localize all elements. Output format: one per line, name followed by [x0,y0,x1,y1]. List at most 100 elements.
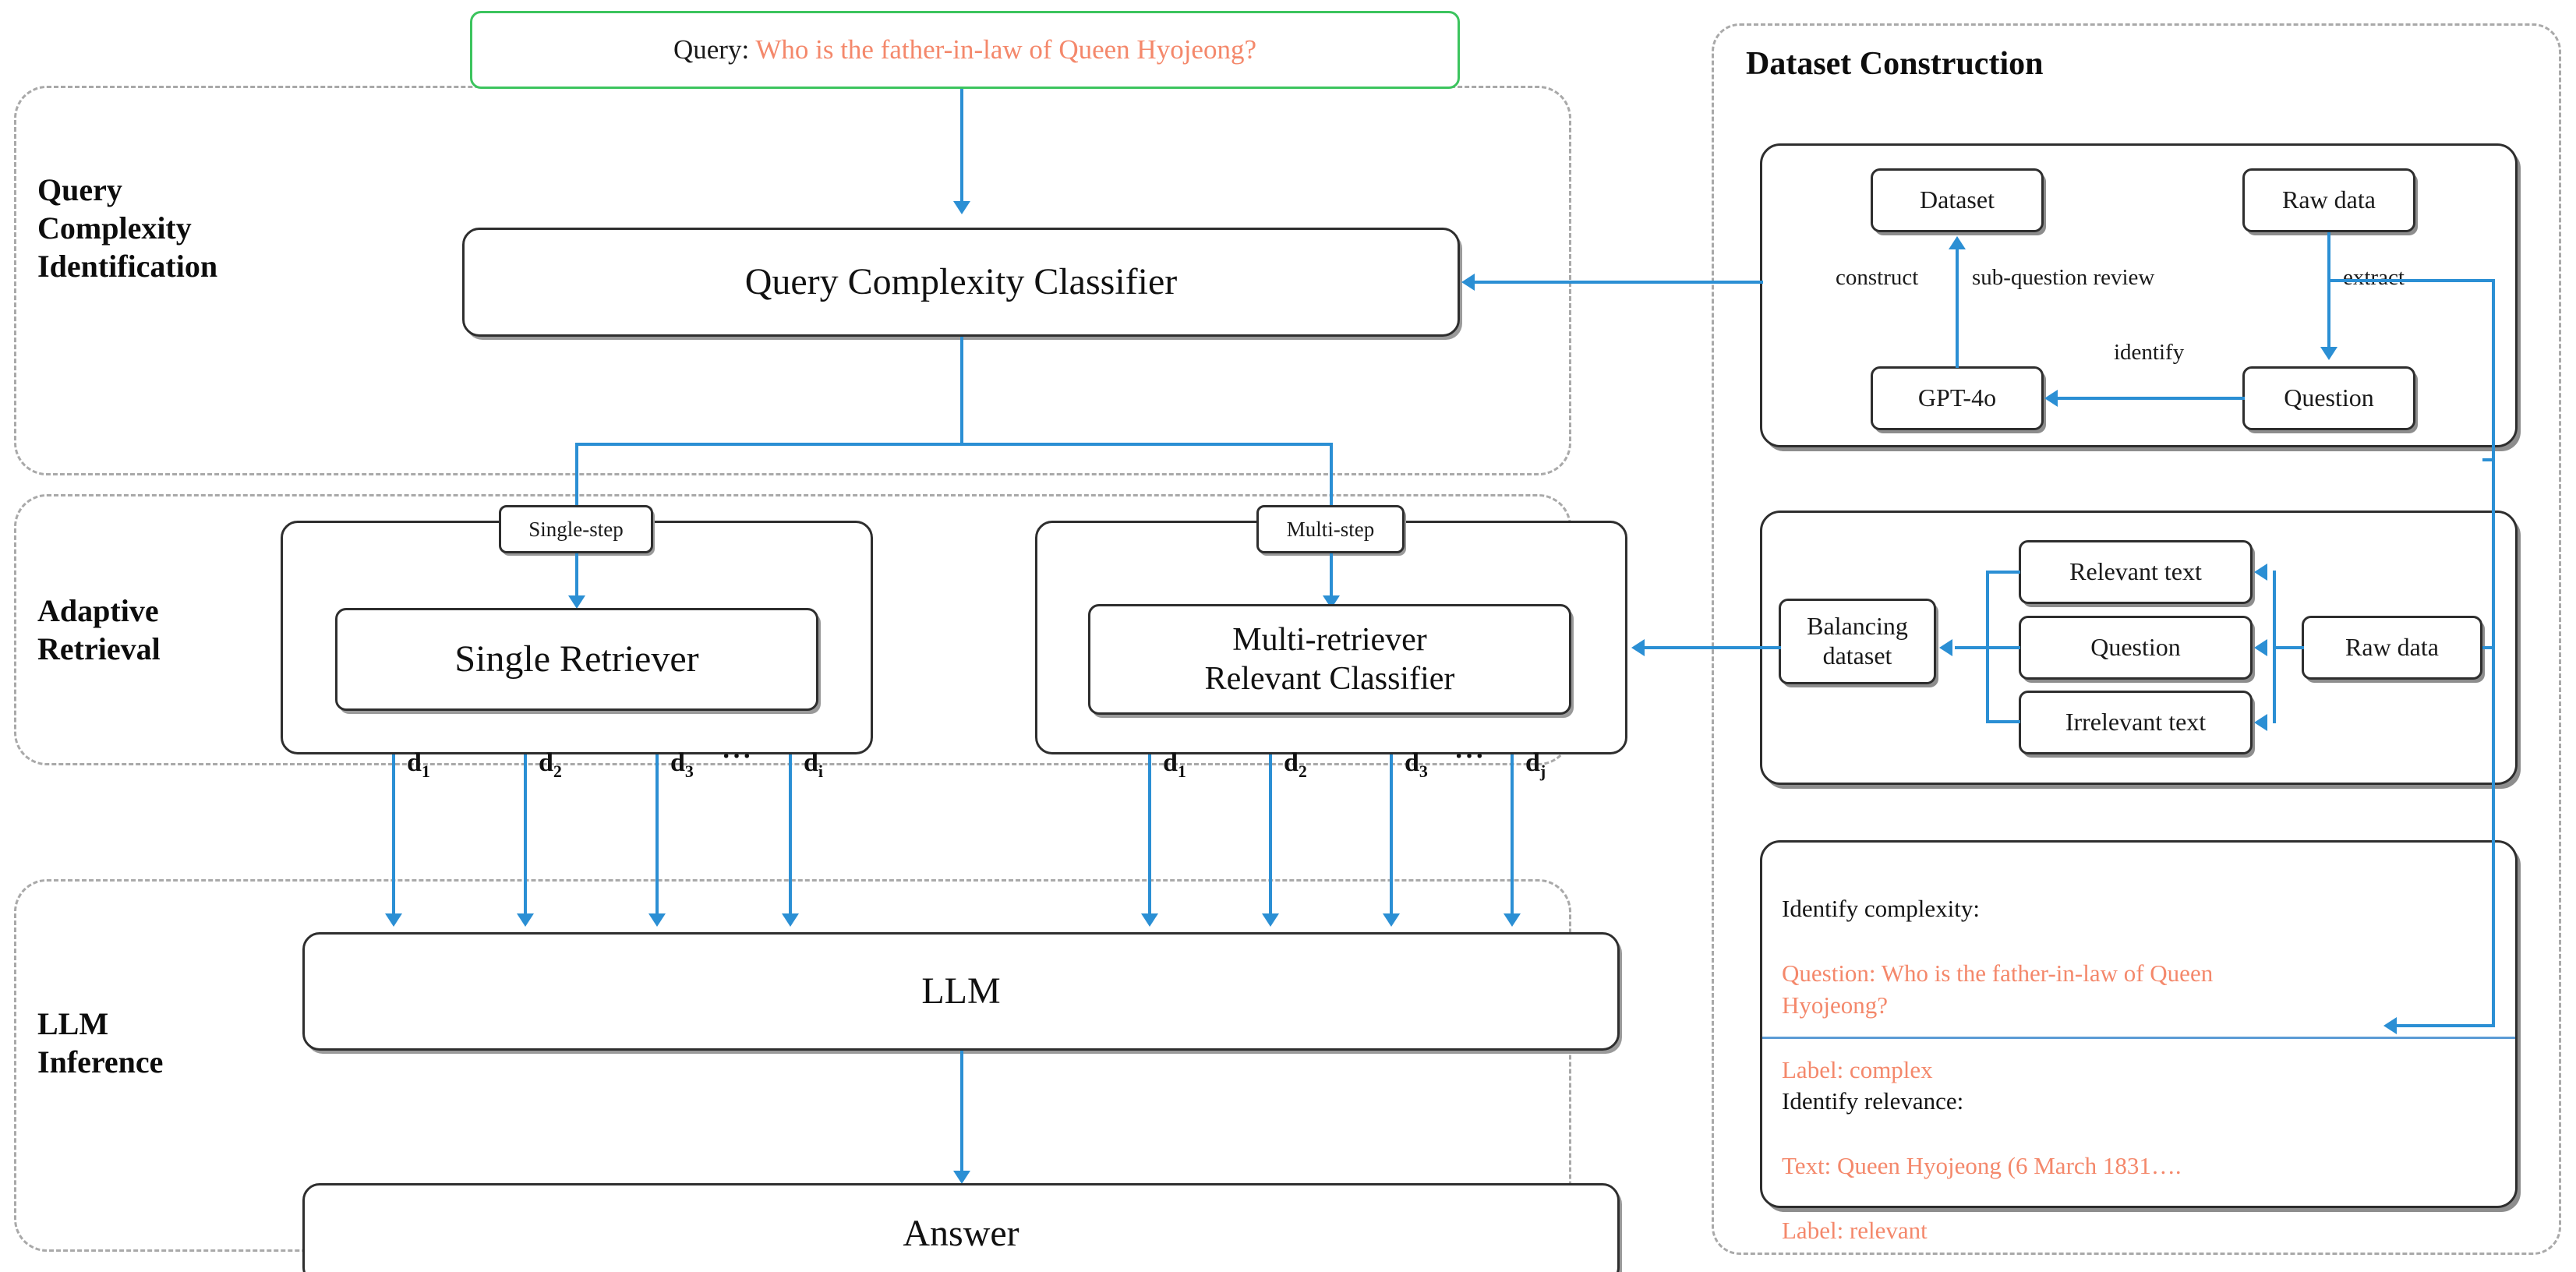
panel2-to-multiretriever-line [1645,646,1781,649]
doc-line-1d [789,754,792,920]
single-step-to-retriever-line [575,553,578,602]
doc-arrow-1d [782,913,799,927]
doc-label-1b: d2 [539,748,562,782]
llm-to-answer-head [953,1171,970,1184]
edge-extract-head [2320,347,2337,360]
bus-into-prompt-panel-head [2383,1017,2397,1034]
doc-arrow-2a [1141,913,1158,927]
doc-label-1a: d1 [407,748,430,782]
bus-into-panel2 [2482,646,2493,649]
panel1-to-classifier-line [1475,281,1763,284]
doc-line-2d [1511,754,1514,920]
doc-ellipsis-1: ··· [722,742,754,771]
doc-label-1d: di [804,748,823,782]
section-title-llm-inference: LLM Inference [37,1006,164,1079]
query-label: Query: [673,34,750,65]
doc-label-2c: d3 [1405,748,1428,782]
doc-arrow-2d [1504,913,1521,927]
doc-letter: d [1525,748,1540,777]
prompt-divider [1762,1037,2515,1039]
doc-sub: 2 [1298,761,1307,781]
panel2-to-multiretriever-head [1631,639,1645,656]
llm-label: LLM [921,970,1001,1012]
single-step-to-retriever-head [568,595,585,609]
doc-arrow-1a [385,913,402,927]
doc-sub: 2 [553,761,562,781]
node-raw-data-1-label: Raw data [2282,186,2376,214]
arrow-query-to-classifier-head [953,201,970,214]
prompt-complexity-question: Question: Who is the father-in-law of Qu… [1782,959,2214,1019]
doc-letter: d [407,748,422,777]
node-dataset-label: Dataset [1920,186,1995,214]
classifier-out-line [960,337,963,446]
panel2-arrow-to-irrelevant [2254,714,2267,731]
single-retriever-box: Single Retriever [335,608,818,711]
prompt-relevance-label: Label: relevant [1782,1216,1928,1244]
multi-retriever-box: Multi-retriever Relevant Classifier [1088,604,1571,715]
query-complexity-classifier-box: Query Complexity Classifier [462,228,1460,337]
panel2-bus-mid-stub [1986,646,2020,649]
answer-label: Answer [903,1213,1019,1255]
node-question-2: Question [2019,616,2253,680]
section-title-query-complexity-identification: Query Complexity Identification [37,172,218,284]
branch-split-horizontal [575,443,1333,446]
multi-step-to-retriever-line [1330,553,1333,602]
bus-into-prompt-panel [2397,1024,2493,1027]
query-box: Query: Who is the father-in-law of Queen… [470,11,1460,89]
doc-ellipsis-2: ··· [1454,742,1486,771]
edge-label-identify: identify [2114,340,2185,365]
doc-arrow-2c [1383,913,1400,927]
panel1-to-classifier-head [1461,274,1475,291]
doc-arrow-2b [1262,913,1279,927]
node-question-2-label: Question [2090,633,2181,662]
node-relevant-text: Relevant text [2019,540,2253,604]
section-title-adaptive-retrieval: Adaptive Retrieval [37,593,161,666]
prompt-complexity: Identify complexity: Question: Who is th… [1782,860,2213,1086]
node-question-1: Question [2242,366,2415,430]
panel2-rawdata-to-bus [2273,646,2304,649]
edge-label-sub-question-review: sub-question review [1972,265,2155,290]
single-step-pill: Single-step [499,505,653,553]
node-dataset: Dataset [1871,168,2044,232]
panel2-bus-top-stub [1986,571,2020,574]
dataset-construction-title: Dataset Construction [1746,46,2044,82]
bus-right-vertical [2492,279,2495,1027]
edge-label-extract: extract [2343,265,2405,290]
edge-identify-head [2044,390,2058,407]
doc-line-2a [1148,754,1151,920]
node-raw-data-2-label: Raw data [2345,633,2439,662]
prompt-relevance: Identify relevance: Text: Queen Hyojeong… [1782,1052,2182,1246]
doc-sub: 3 [1419,761,1428,781]
doc-letter: d [804,748,818,777]
node-balancing-dataset-label: Balancing dataset [1807,612,1908,670]
doc-letter: d [1284,748,1299,777]
node-irrelevant-text: Irrelevant text [2019,691,2253,754]
doc-line-2b [1269,754,1272,920]
prompt-relevance-text: Text: Queen Hyojeong (6 March 1831…. [1782,1151,2182,1179]
doc-label-2b: d2 [1284,748,1307,782]
multi-step-pill: Multi-step [1256,505,1405,553]
doc-sub: i [818,761,824,781]
doc-sub: 3 [684,761,694,781]
doc-sub: j [1539,761,1546,781]
doc-arrow-1c [648,913,666,927]
branch-right-drop [1330,443,1333,519]
arrow-query-to-classifier-line [960,89,963,206]
doc-line-1c [655,754,659,920]
multi-step-label: Multi-step [1286,517,1375,541]
node-question-1-label: Question [2284,383,2374,412]
prompt-complexity-header: Identify complexity: [1782,894,1980,922]
doc-letter: d [1405,748,1419,777]
doc-sub: 1 [1177,761,1186,781]
node-relevant-text-label: Relevant text [2069,557,2202,586]
edge-extract-line [2327,232,2330,353]
doc-label-2a: d1 [1163,748,1186,782]
doc-line-2c [1390,754,1393,920]
doc-label-2d: dj [1525,748,1546,782]
panel2-bus-to-balancing [1955,646,1989,649]
panel2-arrow-to-question [2254,639,2267,656]
query-complexity-classifier-label: Query Complexity Classifier [744,261,1178,303]
panel2-bus-bottom-stub [1986,720,2020,723]
prompt-relevance-header: Identify relevance: [1782,1086,1964,1115]
